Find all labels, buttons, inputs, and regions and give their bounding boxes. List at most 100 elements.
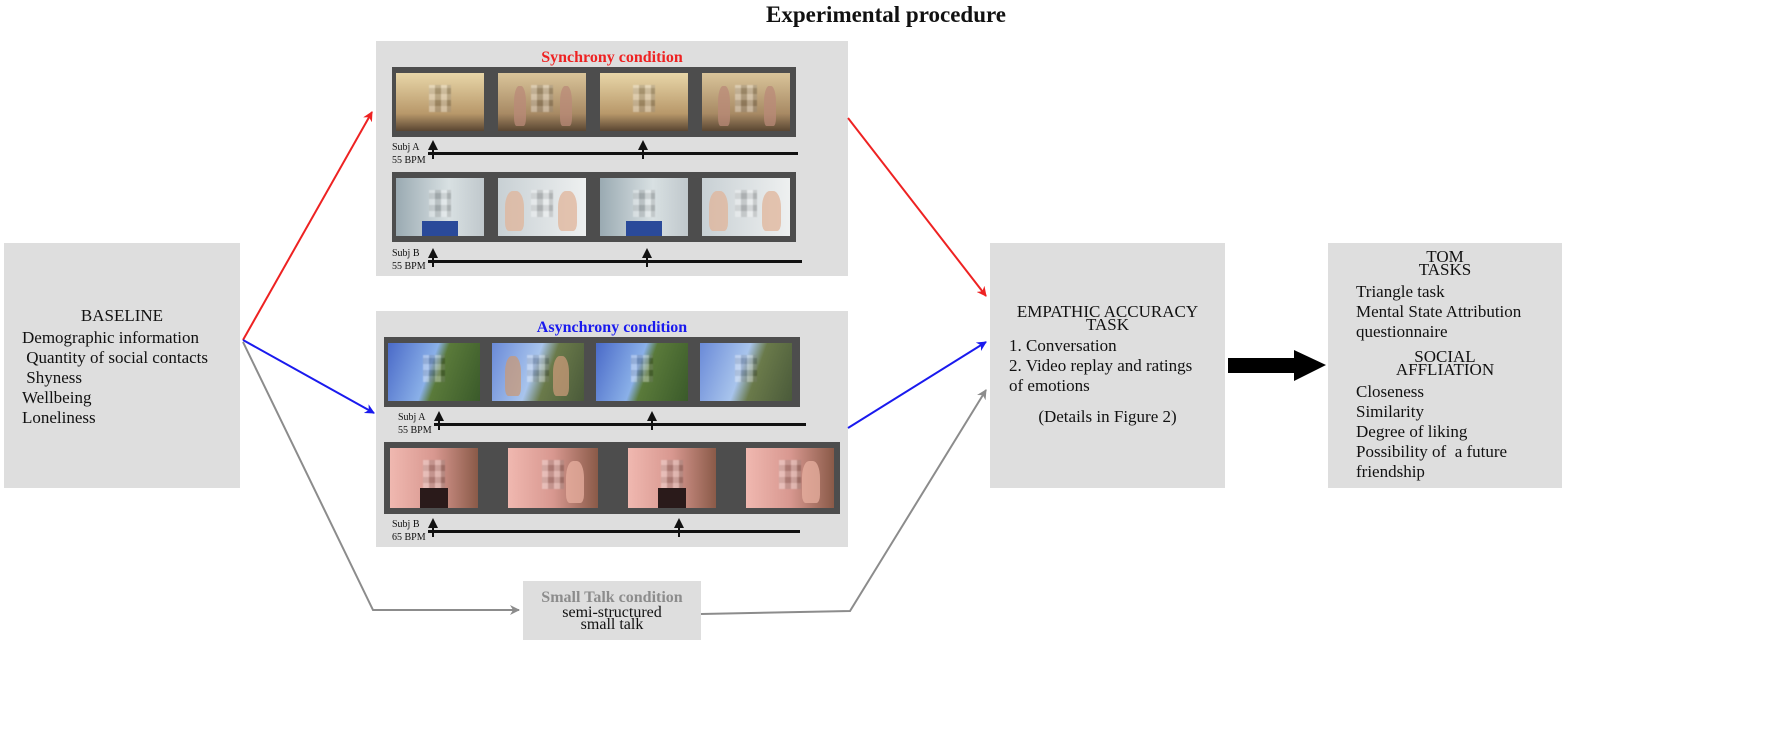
baseline-item: Demographic information bbox=[22, 328, 200, 347]
arrow-synchrony-to-empathic bbox=[847, 117, 987, 297]
arrow-baseline-to-synchrony bbox=[242, 111, 373, 341]
hand bbox=[717, 85, 731, 127]
video-frame bbox=[390, 448, 478, 508]
empathic-item: 2. Video replay and ratings bbox=[1009, 356, 1193, 375]
video-frame bbox=[508, 448, 598, 508]
hand bbox=[504, 355, 522, 397]
empathic-item: 1. Conversation bbox=[1009, 336, 1117, 355]
beat-marker bbox=[646, 253, 648, 267]
hair bbox=[657, 487, 687, 508]
arrow-small-talk-to-empathic bbox=[700, 389, 987, 615]
video-frame bbox=[628, 448, 716, 508]
shirt bbox=[422, 220, 458, 236]
beat-marker-head bbox=[638, 140, 648, 150]
subject-b-bpm: 65 BPM bbox=[392, 532, 426, 543]
tom-item: questionnaire bbox=[1356, 322, 1448, 341]
thick-arrow-shaft bbox=[1228, 358, 1296, 373]
blurred-face bbox=[422, 354, 446, 383]
blurred-face bbox=[526, 354, 550, 383]
tom-heading-2: TASKS bbox=[1418, 260, 1472, 279]
blurred-face bbox=[429, 84, 451, 113]
video-frame bbox=[600, 178, 688, 236]
asynchrony-label: Asynchrony condition bbox=[536, 319, 688, 336]
beat-marker-head bbox=[647, 411, 657, 421]
video-frame bbox=[492, 343, 584, 401]
synchrony-video-strip-a bbox=[392, 67, 796, 137]
timeline bbox=[428, 260, 802, 263]
subject-a-name: Subj A bbox=[392, 142, 420, 153]
social-item: Closeness bbox=[1356, 382, 1424, 401]
small-talk-line1: semi-structured bbox=[562, 604, 662, 621]
baseline-box: BASELINE Demographic information Quantit… bbox=[4, 243, 240, 488]
hand bbox=[505, 190, 525, 232]
baseline-heading: BASELINE bbox=[80, 306, 164, 325]
hand bbox=[513, 85, 527, 127]
subject-b-bpm: 55 BPM bbox=[392, 261, 426, 272]
arrow-asynchrony-to-empathic bbox=[847, 341, 987, 429]
video-frame bbox=[700, 343, 792, 401]
small-talk-line2: small talk bbox=[580, 616, 644, 633]
blurred-face bbox=[429, 189, 451, 218]
blurred-face bbox=[531, 84, 553, 113]
subject-a-bpm: 55 BPM bbox=[398, 425, 432, 436]
social-heading-1: SOCIAL bbox=[1414, 347, 1476, 366]
video-frame bbox=[498, 178, 586, 236]
subject-a-bpm: 55 BPM bbox=[392, 155, 426, 166]
hand bbox=[709, 190, 729, 232]
video-frame bbox=[702, 178, 790, 236]
blurred-face bbox=[542, 460, 564, 489]
arrow-baseline-to-small-talk bbox=[242, 341, 520, 615]
synchrony-video-strip-b bbox=[392, 172, 796, 242]
subject-b-name: Subj B bbox=[392, 248, 420, 259]
synchrony-arrows bbox=[242, 111, 987, 341]
arrow-empathic-to-outcomes bbox=[1228, 350, 1326, 381]
tom-heading-1: TOM bbox=[1426, 247, 1464, 266]
beat-marker-head bbox=[434, 411, 444, 421]
baseline-item: Wellbeing bbox=[22, 388, 92, 407]
empathic-item: of emotions bbox=[1009, 376, 1090, 395]
baseline-item: Shyness bbox=[22, 368, 82, 387]
hair bbox=[419, 487, 449, 508]
subject-b-name: Subj B bbox=[392, 519, 420, 530]
beat-marker-head bbox=[428, 140, 438, 150]
beat-marker-head bbox=[428, 248, 438, 258]
beat-marker bbox=[438, 416, 440, 430]
beat-marker-head bbox=[642, 248, 652, 258]
blurred-face bbox=[661, 460, 683, 489]
timeline bbox=[434, 423, 806, 426]
asynchrony-arrows bbox=[242, 339, 987, 429]
beat-marker bbox=[432, 523, 434, 537]
social-heading-2: AFFLIATION bbox=[1395, 360, 1495, 379]
video-frame bbox=[596, 343, 688, 401]
empathic-heading-2: TASK bbox=[1085, 315, 1130, 334]
video-frame bbox=[600, 73, 688, 131]
hand bbox=[763, 85, 776, 127]
beat-marker-head bbox=[428, 518, 438, 528]
hand bbox=[761, 190, 782, 232]
social-item: Degree of liking bbox=[1356, 422, 1468, 441]
asynchrony-panel: Asynchrony condition Subj A 55 BPM Subj … bbox=[376, 311, 848, 547]
blurred-face bbox=[633, 84, 655, 113]
shirt bbox=[626, 220, 662, 236]
empathic-accuracy-box: EMPATHIC ACCURACY TASK 1. Conversation 2… bbox=[990, 243, 1225, 488]
asynchrony-video-strip-b bbox=[384, 442, 840, 514]
arrow-baseline-to-asynchrony bbox=[242, 339, 375, 414]
empathic-note: (Details in Figure 2) bbox=[1038, 407, 1177, 426]
hand bbox=[565, 461, 584, 504]
beat-marker-head bbox=[674, 518, 684, 528]
hand bbox=[559, 85, 572, 127]
blurred-face bbox=[779, 460, 801, 489]
blurred-face bbox=[423, 460, 445, 489]
outcomes-box: TOM TASKS Triangle task Mental State Att… bbox=[1328, 243, 1562, 488]
small-talk-arrows bbox=[242, 341, 987, 615]
hand bbox=[552, 355, 570, 397]
video-frame bbox=[396, 73, 484, 131]
blurred-face bbox=[735, 84, 757, 113]
empathic-heading-1: EMPATHIC ACCURACY bbox=[1016, 302, 1199, 321]
small-talk-label: Small Talk condition bbox=[541, 589, 683, 606]
social-item: Similarity bbox=[1356, 402, 1424, 421]
blurred-face bbox=[633, 189, 655, 218]
blurred-face bbox=[734, 354, 758, 383]
timeline bbox=[428, 530, 800, 533]
